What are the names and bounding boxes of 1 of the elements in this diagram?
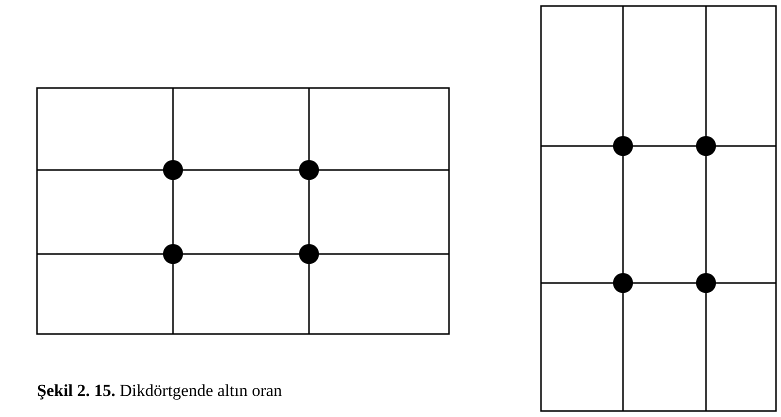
figure-caption: Şekil 2. 15. Dikdörtgende altın oran	[37, 381, 282, 401]
